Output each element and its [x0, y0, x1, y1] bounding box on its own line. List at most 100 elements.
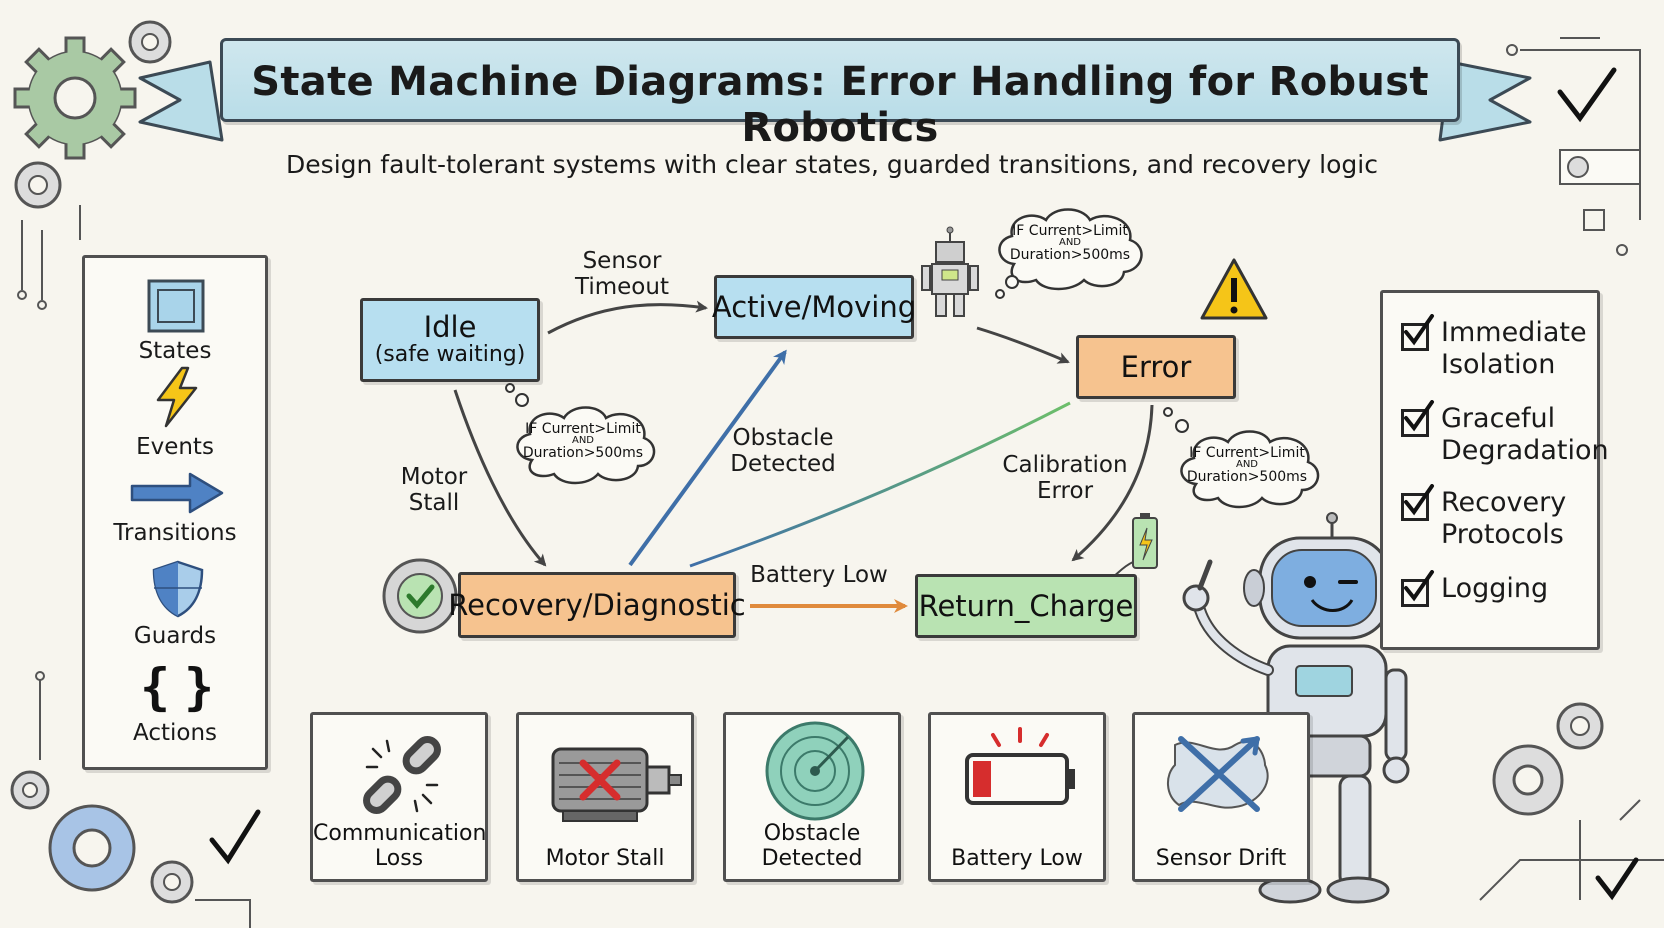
guard-cloud-top: IF Current>Limit AND Duration>500ms	[990, 200, 1150, 300]
title-banner: State Machine Diagrams: Error Handling f…	[150, 28, 1530, 151]
guard-cloud-top-text: IF Current>Limit AND Duration>500ms	[1004, 224, 1136, 262]
transition-label-sensor-timeout: Sensor Timeout	[575, 248, 669, 300]
gear-icon	[150, 860, 194, 904]
guard-cloud-middle: IF Current>Limit AND Duration>500ms	[505, 383, 658, 492]
event-card-sensor-drift: Sensor Drift	[1132, 712, 1310, 882]
shield-icon	[152, 560, 204, 618]
event-card-battery-low: Battery Low	[928, 712, 1106, 882]
braces-icon: { }	[140, 658, 214, 714]
gear-icon	[1556, 702, 1604, 750]
guard-cloud-right: IF Current>Limit AND Duration>500ms	[1163, 407, 1322, 516]
transition-arrow-sensor-timeout	[547, 300, 708, 335]
legend-label-transitions: Transitions	[113, 520, 237, 546]
checkbox-checked-icon	[1401, 314, 1434, 351]
state-square-icon	[147, 279, 205, 333]
legend-label-guards: Guards	[133, 623, 217, 649]
checklist-label: Graceful Degradation	[1441, 403, 1609, 466]
state-active-moving: Active/Moving	[712, 275, 916, 339]
state-error-name: Error	[1120, 350, 1192, 384]
checkbox-checked-icon	[1401, 400, 1434, 437]
small-robot-icon	[921, 226, 979, 317]
legend-label-actions: Actions	[132, 720, 217, 746]
gear-icon	[14, 161, 62, 209]
lightning-icon	[156, 366, 198, 428]
guard-condition-line2: Duration>500ms	[1009, 247, 1131, 263]
guard-condition-line1: IF Current>Limit	[1189, 445, 1305, 461]
state-return-charge: Return_Charge	[915, 574, 1137, 638]
low-battery-icon	[965, 727, 1075, 805]
state-recovery-diagnostic: Recovery/Diagnostic	[448, 572, 746, 638]
state-recovery-name: Recovery/Diagnostic	[448, 588, 746, 622]
transition-label-obstacle-detected: Obstacle Detected	[730, 425, 836, 477]
gear-icon	[10, 770, 50, 810]
gear-icon	[13, 36, 137, 160]
checklist-label: Immediate Isolation	[1441, 317, 1587, 380]
event-card-label: Communication Loss	[313, 821, 487, 871]
state-idle-name: Idle	[423, 310, 477, 344]
svg-text:{: {	[140, 658, 170, 714]
battery-charging-icon	[1109, 513, 1158, 579]
state-idle: Idle (safe waiting)	[360, 298, 540, 382]
event-card-motor-stall: Motor Stall	[516, 712, 694, 882]
thought-bubble-dots	[505, 383, 529, 407]
transition-arrow-motor-stall	[453, 389, 547, 567]
guard-cloud-middle-text: IF Current>Limit AND Duration>500ms	[520, 422, 646, 460]
guard-condition-line2: Duration>500ms	[1186, 469, 1308, 485]
thought-cloud-icon	[995, 208, 1143, 299]
checklist-label: Logging	[1441, 573, 1549, 604]
event-card-label: Sensor Drift	[1155, 846, 1287, 871]
guard-condition-line1: IF Current>Limit	[1012, 223, 1128, 239]
checklist-item: Immediate Isolation	[1401, 314, 1601, 381]
svg-text:}: }	[184, 658, 214, 714]
checklist-item: Recovery Protocols	[1401, 484, 1601, 551]
event-card-label: Obstacle Detected	[761, 821, 863, 871]
state-return-charge-name: Return_Charge	[918, 589, 1134, 623]
state-idle-subtitle: (safe waiting)	[374, 342, 526, 367]
checklist-item: Graceful Degradation	[1401, 400, 1609, 467]
broken-chain-icon	[363, 736, 441, 814]
guard-condition-line1: IF Current>Limit	[525, 421, 641, 437]
event-card-label: Motor Stall	[545, 846, 665, 871]
guard-condition-and: AND	[1235, 459, 1259, 470]
guard-condition-line2: Duration>500ms	[522, 445, 644, 461]
transition-arrow-active-error	[976, 326, 1070, 364]
page-subtitle: Design fault-tolerant systems with clear…	[286, 150, 1378, 179]
transition-label-battery-low: Battery Low	[750, 562, 888, 588]
gear-check-icon	[382, 558, 458, 634]
thought-cloud-icon	[1180, 430, 1320, 509]
checklist-item: Logging	[1401, 570, 1601, 607]
checkmark-icon	[209, 809, 261, 865]
banner-tail-left	[138, 60, 224, 142]
arrow-right-icon	[130, 472, 224, 514]
event-card-communication-loss: Communication Loss	[310, 712, 488, 882]
sensor-drift-icon	[1167, 736, 1269, 812]
checklist-panel: Immediate Isolation Graceful Degradation…	[1380, 290, 1609, 650]
gear-icon	[128, 20, 172, 64]
thought-bubble-dots	[1163, 407, 1189, 433]
legend-label-states: States	[138, 338, 212, 364]
event-card-obstacle-detected: Obstacle Detected	[723, 712, 901, 882]
guard-condition-and: AND	[571, 435, 595, 446]
gear-icon	[48, 804, 136, 892]
banner-ribbon: State Machine Diagrams: Error Handling f…	[220, 38, 1460, 151]
transition-label-motor-stall: Motor Stall	[400, 464, 468, 516]
guard-condition-and: AND	[1058, 237, 1082, 248]
radar-icon	[765, 721, 865, 821]
motor-x-icon	[551, 747, 682, 822]
checkbox-checked-icon	[1401, 484, 1434, 521]
thought-cloud-icon	[516, 406, 656, 485]
checkbox-checked-icon	[1401, 570, 1434, 607]
transition-label-calibration-error: Calibration Error	[1002, 452, 1128, 504]
page-title: State Machine Diagrams: Error Handling f…	[251, 59, 1429, 151]
state-error: Error	[1076, 335, 1236, 399]
warning-icon	[1200, 258, 1268, 320]
checkmark-icon	[1557, 67, 1617, 123]
banner-tail-right	[1438, 60, 1532, 142]
checklist-label: Recovery Protocols	[1441, 487, 1567, 550]
checkmark-icon	[1595, 857, 1639, 901]
legend-label-events: Events	[136, 434, 214, 460]
gear-icon	[1492, 744, 1564, 816]
transition-arrow-calibration-error	[1071, 404, 1154, 562]
event-card-label: Battery Low	[951, 846, 1083, 871]
